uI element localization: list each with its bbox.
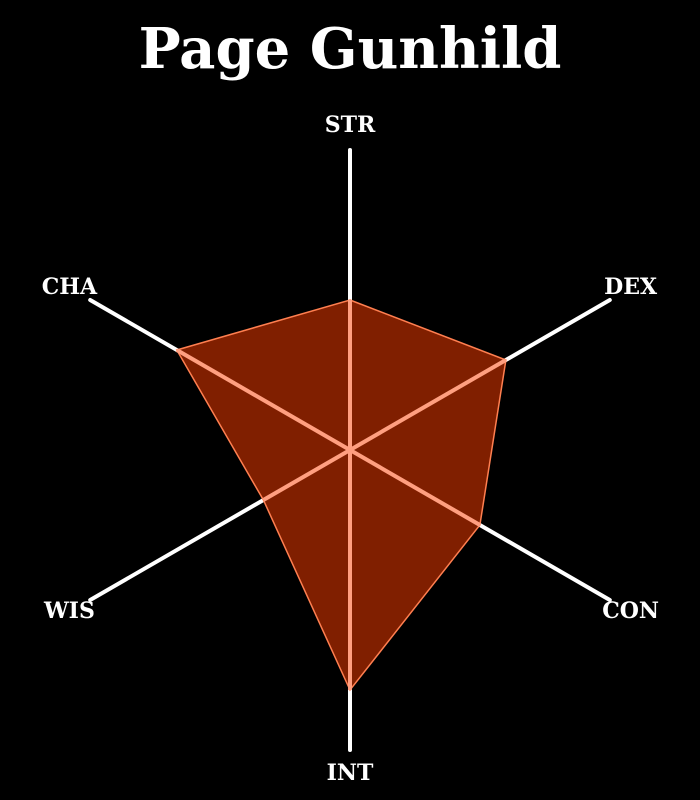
axis-overlap-lines bbox=[175, 300, 507, 690]
axis-label-con: CON bbox=[602, 598, 659, 624]
axis-label-dex: DEX bbox=[604, 274, 658, 300]
value-spoke-cha bbox=[175, 348, 352, 452]
value-spoke-wis bbox=[262, 448, 352, 502]
axis-label-int: INT bbox=[327, 760, 374, 786]
axis-label-str: STR bbox=[325, 112, 376, 138]
axis-labels: STR DEX CON INT WIS CHA bbox=[42, 112, 659, 786]
value-spoke-dex bbox=[349, 358, 507, 452]
axis-label-cha: CHA bbox=[42, 274, 98, 300]
axis-label-wis: WIS bbox=[43, 598, 95, 624]
value-spoke-con bbox=[348, 448, 481, 527]
chart-title: Page Gunhild bbox=[139, 16, 562, 82]
